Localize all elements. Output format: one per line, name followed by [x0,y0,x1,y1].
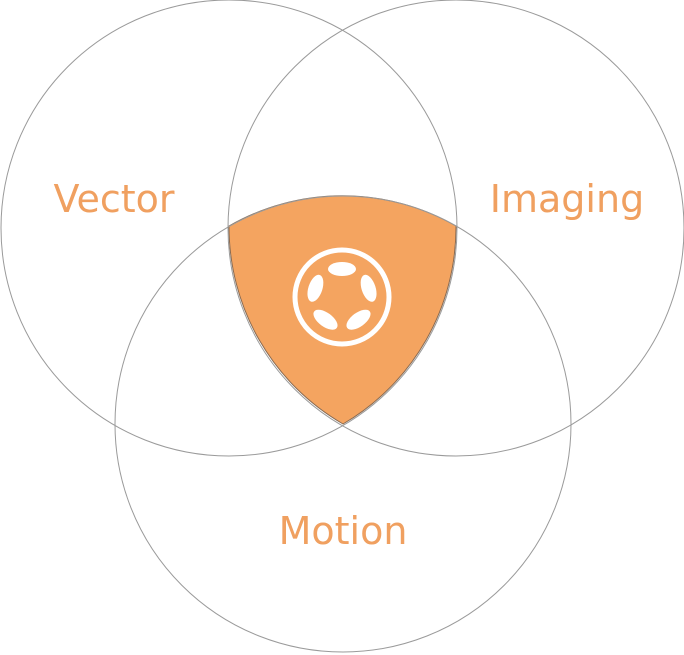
circle-imaging [227,0,684,457]
label-imaging: Imaging [490,177,644,221]
circle-vector [0,0,458,457]
logo-petal-top [328,262,356,276]
circle-motion [114,195,572,653]
logo-ring [292,247,392,347]
five-petal-ring-logo-icon [292,247,392,347]
logo-petal-left-bottom [313,309,338,330]
logo-petal-right-bottom [346,309,371,330]
logo-petal-left-top [307,274,324,302]
logo-petal-right-top [360,274,377,302]
label-vector: Vector [53,177,174,221]
label-motion: Motion [279,509,408,553]
center-intersection [228,195,457,425]
